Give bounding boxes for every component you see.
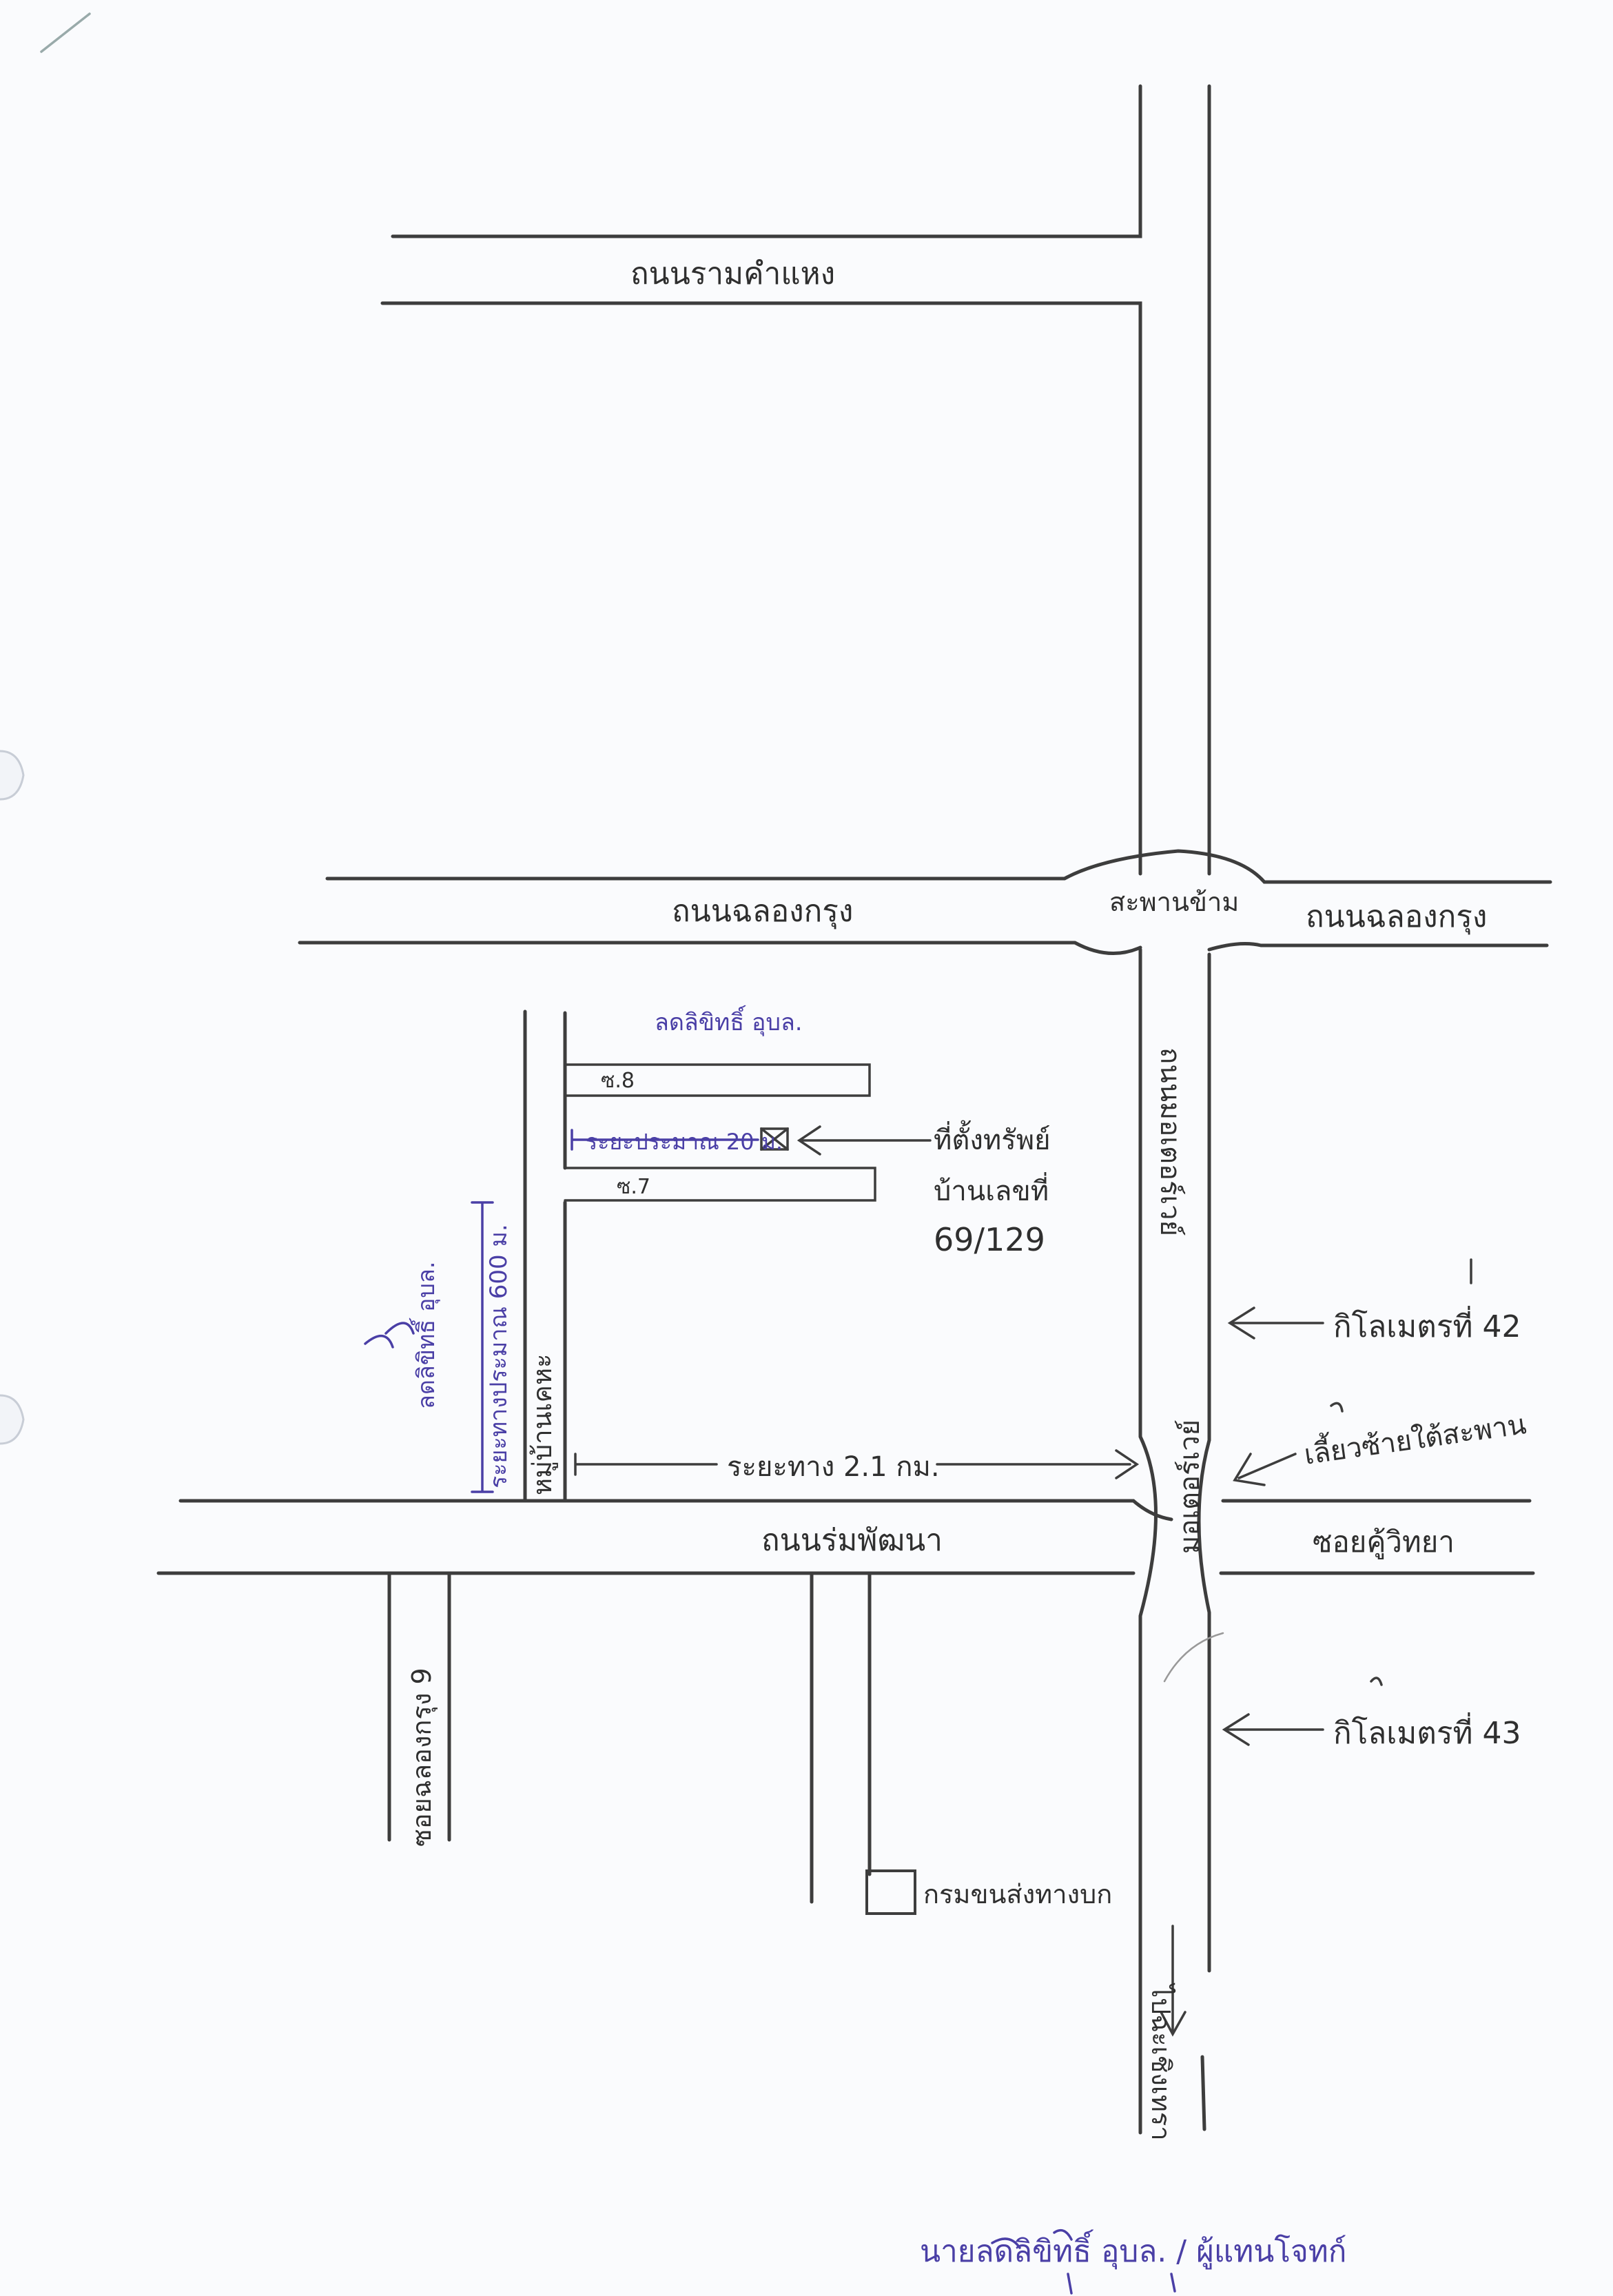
measure-600m: [471, 1201, 494, 1493]
label-soi8: ซ.8: [601, 1069, 635, 1093]
ramkhamhaeng-road: [380, 84, 1142, 876]
soi-keha: [523, 1009, 567, 1503]
label-house-no: 69/129: [934, 1221, 1045, 1258]
label-km42: กิโลเมตรที่ 42: [1333, 1305, 1521, 1344]
direction-arrow-down: [1160, 1925, 1186, 2037]
label-motorway-lower: มอเตอร์เวย์: [1174, 1419, 1206, 1554]
label-to-chachoengsao: ไปฉะเชิงเทรา: [1146, 1982, 1176, 2141]
property-arrow: [797, 1125, 932, 1156]
measure-21km: [574, 1449, 1140, 1479]
turn-arrow: [1233, 1402, 1344, 1486]
signature: นายลดลิขิทธิ์ อุบล. / ผู้แทนโจทก์: [920, 2229, 1346, 2270]
label-soi-chalong-krung-9: ซอยฉลองกรุง 9: [407, 1668, 438, 1847]
label-romphatthana: ถนนร่มพัฒนา: [761, 1523, 943, 1558]
label-soi-right: ซอยคู้วิทยา: [1313, 1525, 1455, 1559]
label-km43: กิโลเมตรที่ 43: [1333, 1712, 1521, 1751]
label-turn-under-bridge: เลี้ยวซ้ายใต้สะพาน: [1302, 1404, 1528, 1471]
soi-branches: [564, 1063, 876, 1202]
label-motorway: ถนนมอเตอร์เวย์: [1154, 1047, 1186, 1236]
signature-scribble: [991, 2228, 1176, 2295]
km42-arrow: [1227, 1258, 1472, 1340]
annot-top: ลดลิขิทธิ์ อุบล.: [655, 1005, 803, 1036]
label-transport-dept: กรมขนส่งทางบก: [923, 1879, 1112, 1909]
punch-hole-upper: [0, 750, 25, 801]
label-property: ที่ตั้งทรัพย์: [934, 1120, 1051, 1156]
label-soi7: ซ.7: [617, 1175, 650, 1199]
label-distance-600m: ระยะทางประมาณ 600 ม.: [485, 1224, 513, 1488]
annot-scribble: [364, 1322, 415, 1349]
km43-arrow: [1222, 1677, 1383, 1746]
label-distance-21km: ระยะทาง 2.1 กม.: [727, 1451, 940, 1483]
label-house-no-label: บ้านเลขที่: [934, 1172, 1049, 1207]
label-chalong-krung-left: ถนนฉลองกรุง: [672, 894, 853, 930]
label-chalong-krung-right: ถนนฉลองกรุง: [1306, 899, 1487, 935]
label-distance-20m: ระยะประมาณ 20 ม.: [586, 1129, 783, 1155]
punch-hole-lower: [0, 1394, 25, 1445]
chalong-krung-road: [298, 849, 1552, 955]
label-ramkhamhaeng: ถนนรามคำแหง: [630, 256, 835, 291]
romphatthana-road: [156, 1499, 1535, 1575]
corner-mark: [40, 12, 91, 53]
label-bridge: สะพานข้าม: [1109, 887, 1239, 917]
label-soi-keha: หมู่บ้านเคหะ: [527, 1354, 558, 1495]
measure-20m: [571, 1129, 759, 1151]
annot-left: ลดลิขิทธิ์ อุบล.: [409, 1261, 440, 1409]
soi-chalong-krung-9: [387, 1571, 451, 1842]
property-marker: [760, 1127, 789, 1151]
soi-transport-dept: [810, 1571, 872, 1904]
transport-dept-box: [865, 1869, 916, 1915]
